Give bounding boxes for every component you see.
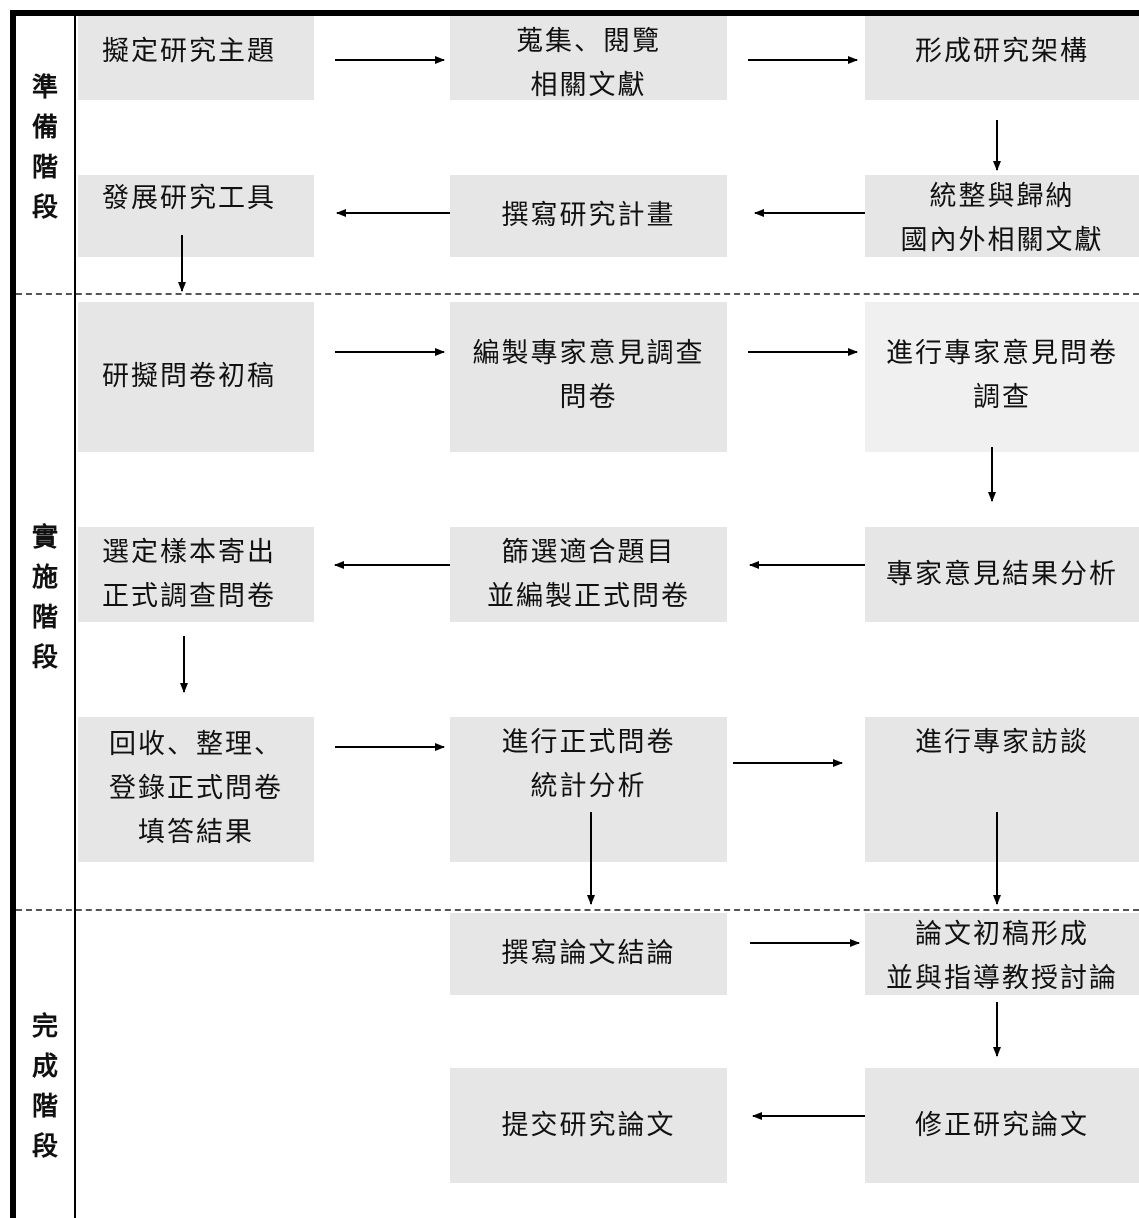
stage-char: 段 xyxy=(31,193,58,223)
step-text: 進行專家意見問卷 xyxy=(886,338,1118,369)
step-text: 專家意見結果分析 xyxy=(886,558,1118,590)
step-text: 回收、整理、 xyxy=(109,729,283,760)
step-text: 並與指導教授討論 xyxy=(886,963,1118,994)
stage-column-divider xyxy=(74,14,76,1218)
step-text: 統計分析 xyxy=(530,771,647,802)
stage-char: 準 xyxy=(31,73,58,103)
step-submit-thesis: 提交研究論文 xyxy=(450,1068,727,1183)
step-statistical-analysis: 進行正式問卷 統計分析 xyxy=(450,717,727,862)
step-revise-thesis: 修正研究論文 xyxy=(865,1068,1139,1183)
step-text: 篩選適合題目 xyxy=(501,537,676,568)
step-define-topic: 擬定研究主題 xyxy=(78,16,314,100)
stage-label-completion: 完 成 階 段 xyxy=(16,1007,74,1167)
stage-char: 實 xyxy=(31,523,58,553)
step-text: 進行專家訪談 xyxy=(915,727,1089,758)
step-draft-discuss: 論文初稿形成 並與指導教授討論 xyxy=(865,913,1139,995)
stage-char: 備 xyxy=(31,113,58,143)
step-select-sample: 選定樣本寄出 正式調查問卷 xyxy=(78,527,314,622)
step-text: 提交研究論文 xyxy=(501,1109,676,1141)
step-text: 統整與歸納 xyxy=(929,181,1075,212)
step-write-proposal: 撰寫研究計畫 xyxy=(450,175,727,257)
step-text: 選定樣本寄出 xyxy=(102,537,276,568)
step-text: 進行正式問卷 xyxy=(501,727,676,758)
step-text: 研擬問卷初稿 xyxy=(102,361,276,392)
step-text: 相關文獻 xyxy=(530,70,647,101)
stage-label-implementation: 實 施 階 段 xyxy=(16,518,74,678)
step-conduct-expert-survey: 進行專家意見問卷 調查 xyxy=(865,302,1139,452)
step-text: 修正研究論文 xyxy=(915,1109,1089,1141)
step-compile-expert-questionnaire: 編製專家意見調查 問卷 xyxy=(450,302,727,452)
stage-divider-impl-done xyxy=(16,909,1139,911)
stage-char: 階 xyxy=(31,153,58,183)
step-text: 蒐集、閱覽 xyxy=(516,26,661,57)
step-text: 形成研究架構 xyxy=(915,36,1089,67)
step-text: 登錄正式問卷 xyxy=(109,773,283,804)
step-text: 正式調查問卷 xyxy=(102,581,276,612)
step-text: 擬定研究主題 xyxy=(102,36,276,67)
step-collect-literature: 蒐集、閱覽 相關文獻 xyxy=(450,16,727,101)
step-text: 調查 xyxy=(973,382,1031,413)
step-expert-interview: 進行專家訪談 xyxy=(865,717,1139,862)
step-summarize-literature: 統整與歸納 國內外相關文獻 xyxy=(865,175,1139,257)
stage-char: 成 xyxy=(31,1052,58,1082)
stage-label-preparation: 準 備 階 段 xyxy=(16,68,74,228)
step-text: 撰寫論文結論 xyxy=(501,938,676,969)
stage-char: 施 xyxy=(31,563,58,593)
stage-char: 階 xyxy=(31,603,58,633)
step-text: 填答結果 xyxy=(138,817,254,848)
frame-left-border xyxy=(10,10,16,1218)
stage-char: 完 xyxy=(31,1012,58,1042)
step-text: 論文初稿形成 xyxy=(915,919,1089,950)
step-text: 撰寫研究計畫 xyxy=(501,200,676,231)
step-text: 國內外相關文獻 xyxy=(900,225,1104,256)
frame-top-border xyxy=(10,10,1139,16)
step-text: 發展研究工具 xyxy=(102,183,276,214)
step-screen-items: 篩選適合題目 並編製正式問卷 xyxy=(450,527,727,622)
step-form-framework: 形成研究架構 xyxy=(865,16,1139,100)
step-develop-instrument: 發展研究工具 xyxy=(78,175,314,257)
stage-char: 段 xyxy=(31,1132,58,1162)
step-text: 並編製正式問卷 xyxy=(487,581,690,612)
stage-char: 段 xyxy=(31,643,58,673)
stage-char: 階 xyxy=(31,1092,58,1122)
step-draft-questionnaire: 研擬問卷初稿 xyxy=(78,302,314,452)
step-analyze-expert-results: 專家意見結果分析 xyxy=(865,527,1139,622)
step-collect-responses: 回收、整理、 登錄正式問卷 填答結果 xyxy=(78,717,314,862)
step-text: 編製專家意見調查 xyxy=(472,338,705,369)
step-text: 問卷 xyxy=(559,382,618,413)
step-write-conclusion: 撰寫論文結論 xyxy=(450,913,727,995)
stage-divider-prep-impl xyxy=(16,293,1139,295)
